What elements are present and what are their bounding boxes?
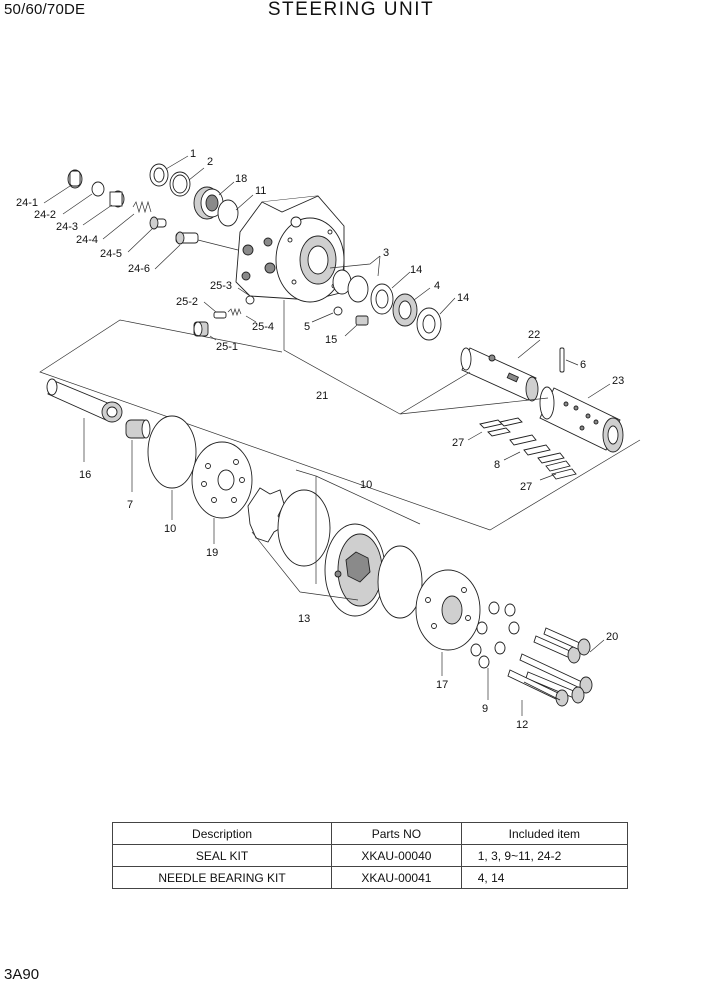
callout-9: 9 xyxy=(482,703,488,715)
callout-11: 11 xyxy=(255,185,266,197)
steering-housing xyxy=(235,195,345,303)
callout-10b: 10 xyxy=(360,479,372,491)
part-24-4-spring xyxy=(132,200,152,214)
callout-27b: 27 xyxy=(520,481,532,493)
part-18-bushing xyxy=(193,186,224,220)
part-27-springs-lower xyxy=(545,460,577,480)
table-row: SEAL KIT XKAU-00040 1, 3, 9~11, 24-2 xyxy=(111,844,629,867)
callout-5: 5 xyxy=(304,321,310,333)
part-2-ring xyxy=(169,171,191,197)
callout-25-3: 25-3 xyxy=(210,280,232,292)
part-24-5-poppet xyxy=(149,216,167,230)
part-23-sleeve xyxy=(539,386,624,453)
callout-13: 13 xyxy=(298,613,310,625)
table-row: NEEDLE BEARING KIT XKAU-00041 4, 14 xyxy=(111,866,629,889)
col-description: Description xyxy=(111,822,333,845)
part-10-o-ring xyxy=(147,415,197,489)
part-15-needle xyxy=(355,315,369,326)
callout-22: 22 xyxy=(528,329,540,341)
callout-20: 20 xyxy=(606,631,618,643)
callout-24-5: 24-5 xyxy=(100,248,122,260)
callout-1: 1 xyxy=(190,148,196,160)
part-25-2-pin xyxy=(213,311,227,319)
part-8-springs xyxy=(509,434,565,464)
part-1-seal-ring xyxy=(149,163,169,187)
callout-8: 8 xyxy=(494,459,500,471)
col-parts-no: Parts NO xyxy=(331,822,462,845)
part-9-washers xyxy=(470,601,520,669)
row-parts-no: XKAU-00041 xyxy=(331,866,462,889)
part-22-spool xyxy=(460,347,539,402)
part-4-needle-bearing xyxy=(392,293,418,327)
part-25-3-ball xyxy=(245,295,255,305)
part-11-o-ring xyxy=(217,199,239,227)
part-14-washer-2 xyxy=(416,307,442,341)
row-description: NEEDLE BEARING KIT xyxy=(111,866,333,889)
callout-14a: 14 xyxy=(410,264,422,276)
callout-23: 23 xyxy=(612,375,624,387)
part-24-3-bushing xyxy=(109,190,125,208)
part-24-6-seat xyxy=(175,231,199,245)
callout-24-2: 24-2 xyxy=(34,209,56,221)
callout-19: 19 xyxy=(206,547,218,559)
page-title: STEERING UNIT xyxy=(267,0,435,20)
callout-21: 21 xyxy=(316,390,328,402)
part-25-4-spring xyxy=(227,307,242,317)
part-24-2-o-ring xyxy=(91,181,105,197)
page-number: 3A90 xyxy=(4,966,40,983)
callout-24-6: 24-6 xyxy=(128,263,150,275)
callout-24-4: 24-4 xyxy=(76,234,98,246)
kit-table: Description Parts NO Included item SEAL … xyxy=(111,822,629,889)
model-label: 50/60/70DE xyxy=(4,1,86,18)
callout-25-2: 25-2 xyxy=(176,296,198,308)
kit-table-header: Description Parts NO Included item xyxy=(111,822,629,845)
part-20-bolts xyxy=(519,627,593,704)
part-6-pin xyxy=(559,347,565,373)
part-17-end-cap xyxy=(415,569,481,651)
part-24-1-plug xyxy=(67,169,83,189)
callout-14b: 14 xyxy=(457,292,469,304)
callout-2: 2 xyxy=(207,156,213,168)
row-parts-no: XKAU-00040 xyxy=(331,844,462,867)
part-7-spacer xyxy=(125,419,151,439)
callout-27a: 27 xyxy=(452,437,464,449)
col-included: Included item xyxy=(460,822,629,845)
callout-6: 6 xyxy=(580,359,586,371)
row-included: 4, 14 xyxy=(460,866,629,889)
part-19-plate xyxy=(191,441,253,519)
callout-7: 7 xyxy=(127,499,133,511)
row-included: 1, 3, 9~11, 24-2 xyxy=(460,844,629,867)
callout-17: 17 xyxy=(436,679,448,691)
callout-18: 18 xyxy=(235,173,247,185)
callout-4: 4 xyxy=(434,280,440,292)
callout-15: 15 xyxy=(325,334,337,346)
callout-24-3: 24-3 xyxy=(56,221,78,233)
callout-25-4: 25-4 xyxy=(252,321,274,333)
callout-10a: 10 xyxy=(164,523,176,535)
part-16-drive-shaft xyxy=(46,378,123,423)
part-3-seal-pair xyxy=(332,269,369,303)
part-27-springs-upper xyxy=(479,417,523,437)
part-12-bolts xyxy=(507,669,569,707)
callout-25-1: 25-1 xyxy=(216,341,238,353)
part-10-o-ring-2 xyxy=(377,545,423,619)
callout-24-1: 24-1 xyxy=(16,197,38,209)
part-13-rotor-set xyxy=(247,487,386,617)
callout-12: 12 xyxy=(516,719,528,731)
row-description: SEAL KIT xyxy=(111,844,333,867)
callout-3: 3 xyxy=(383,247,389,259)
part-14-washer xyxy=(370,283,394,315)
part-25-1-plug xyxy=(193,321,209,337)
callout-16: 16 xyxy=(79,469,91,481)
part-5-ball xyxy=(333,306,343,316)
